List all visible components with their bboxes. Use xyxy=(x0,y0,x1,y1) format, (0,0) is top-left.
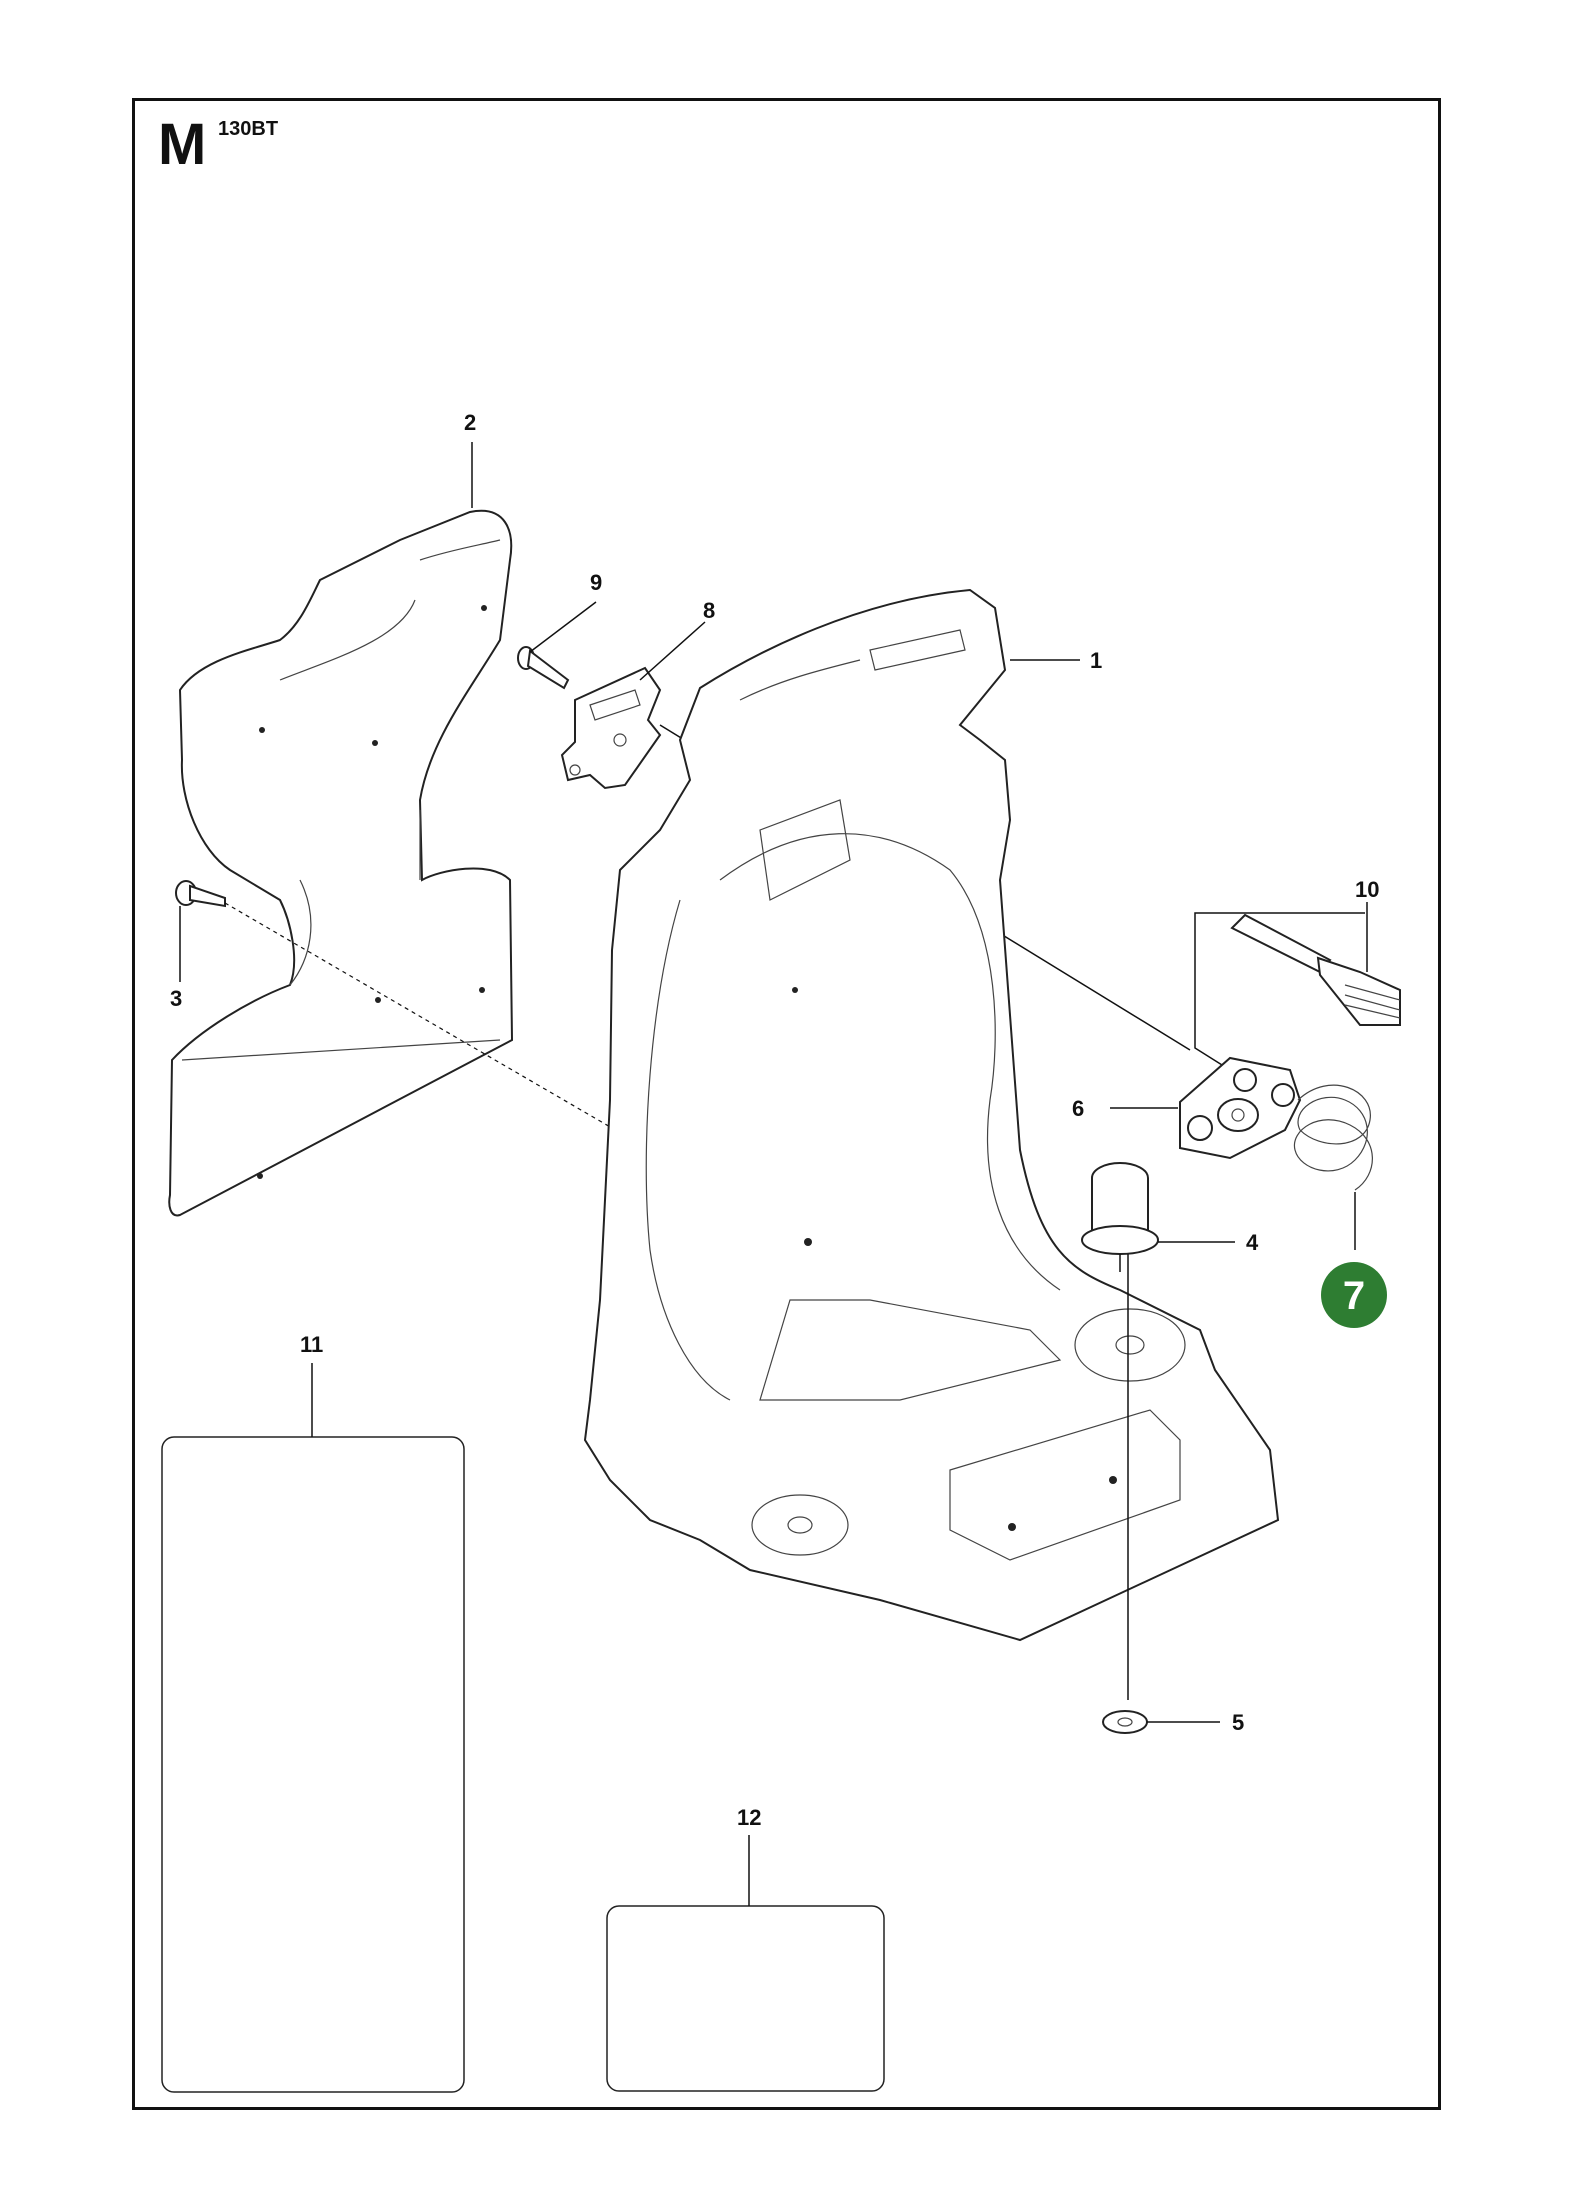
part-5-washer[interactable] xyxy=(1102,1710,1148,1734)
callout-3: 3 xyxy=(170,986,182,1011)
part-12-label[interactable] xyxy=(606,1905,885,2092)
part-4-cap[interactable] xyxy=(1081,1162,1159,1272)
callout-1: 1 xyxy=(1090,648,1102,673)
callout-10: 10 xyxy=(1355,877,1379,902)
callout-8: 8 xyxy=(703,598,715,623)
part-7-spring[interactable] xyxy=(1293,1084,1373,1191)
part-6-valve-body[interactable] xyxy=(1179,1056,1302,1160)
part-8-bracket[interactable] xyxy=(560,666,662,790)
part-11-label[interactable] xyxy=(161,1436,465,2093)
callout-9: 9 xyxy=(590,570,602,595)
part-1-frame[interactable] xyxy=(583,588,1280,1642)
part-2-back-pad[interactable] xyxy=(168,509,514,1217)
callout-4: 4 xyxy=(1246,1230,1259,1255)
callout-5: 5 xyxy=(1232,1710,1244,1735)
callout-7-highlight[interactable]: 7 xyxy=(1321,1262,1387,1328)
part-10-tool[interactable] xyxy=(1230,913,1401,1026)
part-3-screw[interactable] xyxy=(175,880,226,908)
highlight-circle xyxy=(1321,1262,1387,1328)
model-label: 130BT xyxy=(218,118,279,140)
callout-11: 11 xyxy=(300,1332,323,1357)
callout-2: 2 xyxy=(464,410,476,435)
section-letter: M xyxy=(158,112,207,177)
part-9-screw[interactable] xyxy=(517,646,570,690)
callout-12: 12 xyxy=(737,1805,761,1830)
callout-7: 7 xyxy=(1343,1274,1365,1318)
callout-6: 6 xyxy=(1072,1096,1084,1121)
diagram-frame xyxy=(132,98,1441,2110)
